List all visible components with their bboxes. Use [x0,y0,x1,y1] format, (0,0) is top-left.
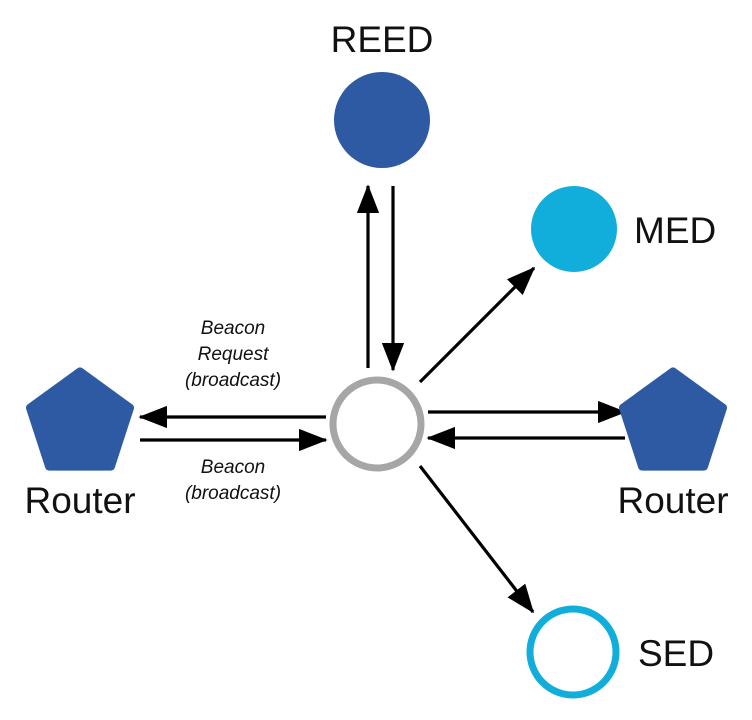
node-router-left [26,367,134,471]
node-router-right [619,367,727,471]
beacon-label-line-0: Beacon [201,457,265,478]
edges-layer [138,184,627,614]
node-label-router-left: Router [24,480,135,521]
node-center [329,376,425,472]
beacon-label: Beacon (broadcast) [185,457,281,504]
node-label-med: MED [634,210,716,251]
node-label-router-right: Router [617,480,728,521]
beacon-label-line-1: (broadcast) [185,483,281,504]
node-sed [526,605,620,699]
beacon-request-label-line-0: Beacon [201,318,265,339]
node-reed [334,72,430,168]
edge-sed-arrow [418,465,535,614]
beacon-request-label-line-1: Request [198,344,269,365]
node-med [531,186,617,272]
nodes-layer [26,72,727,699]
node-label-sed: SED [638,633,714,674]
node-label-reed: REED [331,19,434,60]
edge-med-arrow [418,266,536,384]
beacon-request-label-line-2: (broadcast) [185,370,281,391]
